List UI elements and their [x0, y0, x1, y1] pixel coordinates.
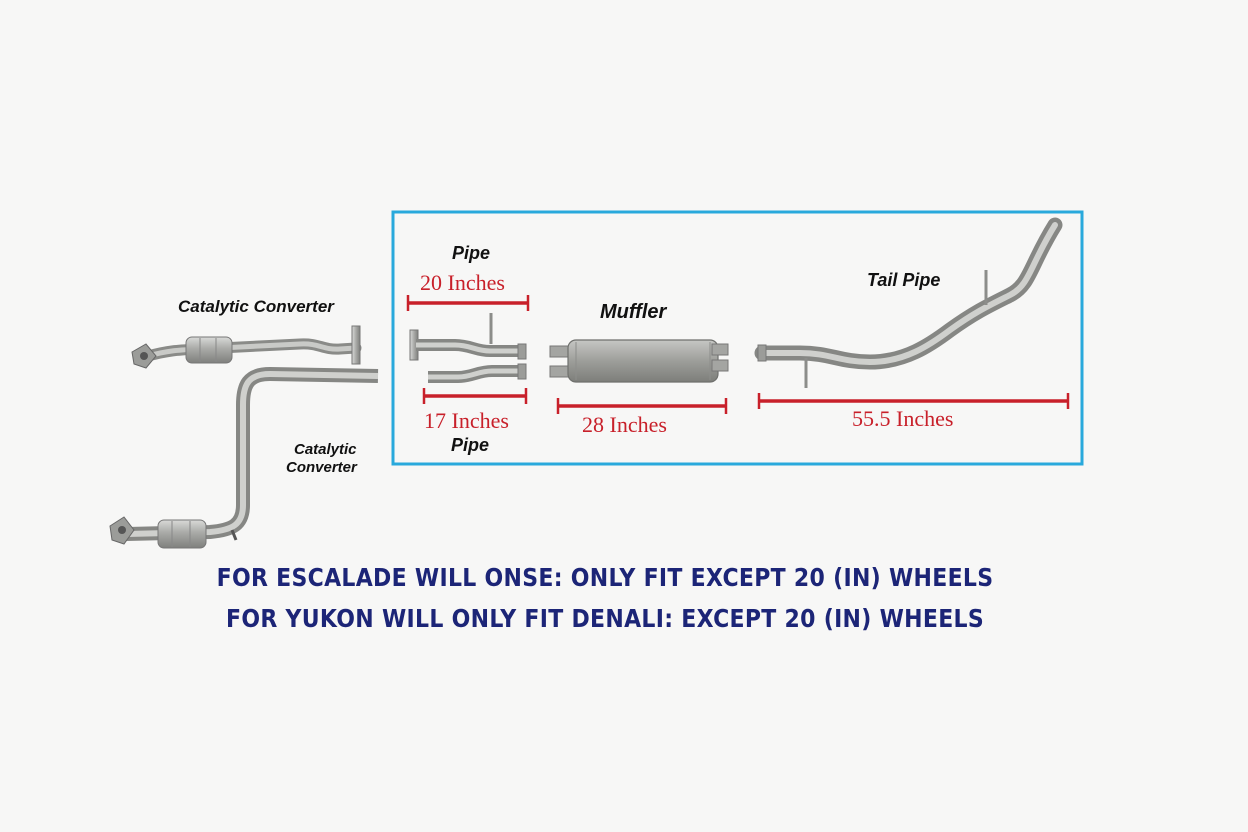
- label-catalytic-converter-bottom-line1: Catalytic: [294, 441, 357, 458]
- catalytic-converter-lower: [109, 367, 379, 549]
- fitment-note-escalade: FOR ESCALADE WILL ONSE: ONLY FIT EXCEPT …: [216, 564, 994, 593]
- dimension-pipe-top: 20 Inches: [420, 270, 505, 295]
- dimension-line-17-inches: [422, 388, 528, 404]
- label-catalytic-converter-top: Catalytic Converter: [178, 297, 334, 316]
- dimension-muffler: 28 Inches: [582, 412, 667, 437]
- fitment-note-yukon: FOR YUKON WILL ONLY FIT DENALI: EXCEPT 2…: [226, 605, 984, 634]
- label-muffler: Muffler: [600, 301, 667, 323]
- pipe-17-inches: [428, 363, 527, 383]
- label-tail-pipe: Tail Pipe: [867, 270, 941, 290]
- dimension-pipe-bottom: 17 Inches: [424, 408, 509, 433]
- highlight-box: [391, 210, 1084, 466]
- dimension-line-55-5-inches: [757, 393, 1070, 409]
- pipe-20-inches: [409, 313, 527, 361]
- dimension-tail-pipe: 55.5 Inches: [852, 406, 954, 431]
- catalytic-converter-upper: [131, 325, 362, 369]
- muffler: [549, 339, 729, 383]
- tail-pipe: [754, 217, 1063, 388]
- label-pipe-bottom: Pipe: [451, 435, 490, 455]
- dimension-line-20-inches: [406, 295, 530, 311]
- label-pipe-top: Pipe: [452, 243, 491, 263]
- label-catalytic-converter-bottom-line2: Converter: [286, 459, 357, 476]
- dimension-line-28-inches: [556, 398, 728, 414]
